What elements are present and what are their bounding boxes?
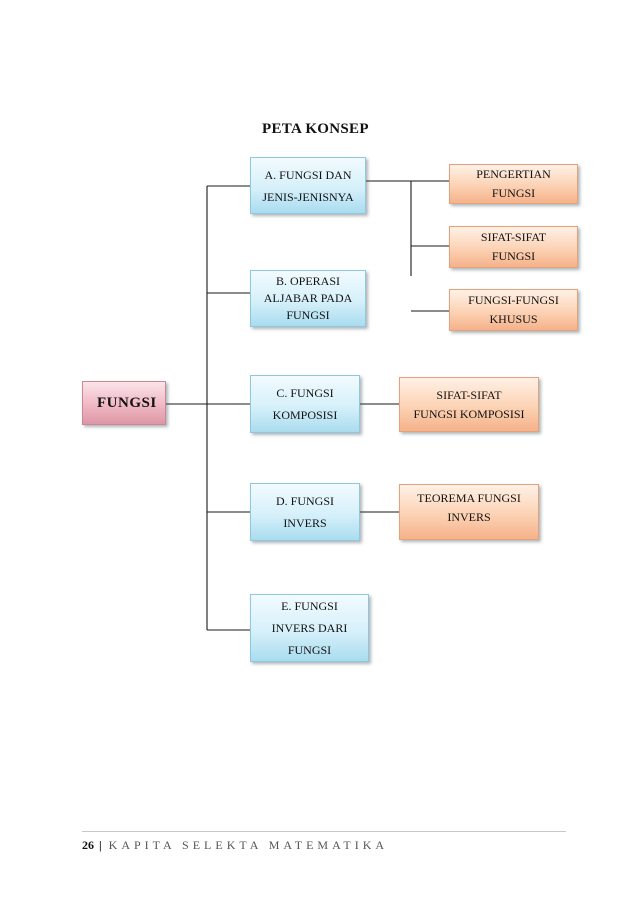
footer-separator: | [99, 838, 102, 852]
node-sifat-sifat-fungsi: SIFAT-SIFAT FUNGSI [449, 226, 578, 268]
node-teorema-fungsi-invers: TEOREMA FUNGSI INVERS [399, 484, 539, 540]
diagram-title: PETA KONSEP [262, 121, 369, 137]
node-fungsi-fungsi-khusus: FUNGSI-FUNGSI KHUSUS [449, 289, 578, 331]
book-title: KAPITA SELEKTA MATEMATIKA [108, 838, 389, 852]
root-node-fungsi: FUNGSI [82, 381, 166, 425]
node-fungsi-dan-jenis: A. FUNGSI DAN JENIS-JENISNYA [250, 157, 366, 214]
page-number: 26 [82, 838, 94, 852]
node-fungsi-komposisi: C. FUNGSI KOMPOSISI [250, 375, 360, 433]
node-fungsi-invers: D. FUNGSI INVERS [250, 483, 360, 541]
node-invers-dari-fungsi: E. FUNGSI INVERS DARI FUNGSI [250, 594, 369, 662]
node-operasi-aljabar: B. OPERASI ALJABAR PADA FUNGSI [250, 270, 366, 327]
node-pengertian-fungsi: PENGERTIAN FUNGSI [449, 164, 578, 204]
page-footer: 26 | KAPITA SELEKTA MATEMATIKA [82, 831, 566, 853]
node-sifat-fungsi-komposisi: SIFAT-SIFAT FUNGSI KOMPOSISI [399, 377, 539, 432]
